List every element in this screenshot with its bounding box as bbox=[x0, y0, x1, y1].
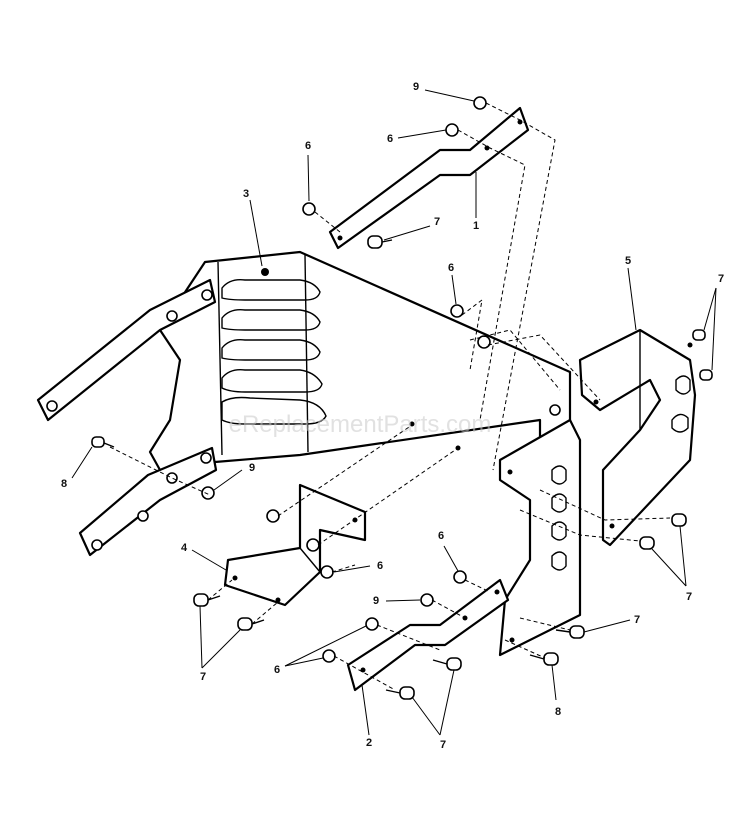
right-bracket-part-5 bbox=[578, 328, 697, 547]
nut-6-mid bbox=[450, 304, 464, 318]
bolt-8-left bbox=[91, 436, 115, 448]
callout-9-lower: 9 bbox=[373, 595, 379, 607]
bolt-7-top bbox=[367, 235, 393, 249]
hex-nuts bbox=[201, 96, 491, 663]
callout-9-left: 9 bbox=[249, 462, 255, 474]
callout-9-top: 9 bbox=[413, 81, 419, 93]
callout-leaders bbox=[71, 89, 717, 736]
callout-7-right-low: 7 bbox=[686, 591, 692, 603]
watermark-text: eReplacementParts.com bbox=[229, 411, 492, 438]
callout-3: 3 bbox=[243, 188, 249, 200]
nut-6-bracket bbox=[320, 565, 334, 579]
bolt-7-bar-a bbox=[432, 657, 462, 671]
lower-bracket-part-4 bbox=[223, 483, 367, 607]
bolt-7-right-d bbox=[639, 536, 655, 550]
callout-6-mid: 6 bbox=[448, 262, 454, 274]
nut-bracket-b bbox=[306, 538, 320, 552]
callout-1: 1 bbox=[473, 220, 479, 232]
shield-left-upper-arm bbox=[36, 278, 217, 422]
callout-7-right-top: 7 bbox=[718, 273, 724, 285]
callout-5: 5 bbox=[625, 255, 631, 267]
callout-7-top: 7 bbox=[434, 216, 440, 228]
nut-bracket-a bbox=[266, 509, 280, 523]
bolt-7-bracket-b bbox=[237, 617, 265, 631]
bolt-7-bracket-a bbox=[193, 593, 221, 607]
bolt-8-lower bbox=[529, 652, 559, 666]
shield-left-lower-arm bbox=[78, 446, 218, 557]
bolt-7-right-c bbox=[671, 513, 687, 527]
callout-7-plate: 7 bbox=[634, 614, 640, 626]
callout-8-lower: 8 bbox=[555, 706, 561, 718]
callout-numbers: 1 2 3 4 5 6 6 6 6 6 6 7 7 7 7 7 7 7 8 8 … bbox=[61, 81, 724, 751]
callout-6-pair: 6 bbox=[274, 664, 280, 676]
main-shield-part-3 bbox=[148, 250, 572, 602]
nut-6-top bbox=[445, 123, 459, 137]
nut-9-left bbox=[201, 486, 215, 500]
nut-9-top bbox=[473, 96, 487, 110]
shield-right-side-plate bbox=[498, 404, 582, 657]
callout-4: 4 bbox=[181, 542, 188, 554]
callout-6-bracket: 6 bbox=[377, 560, 383, 572]
nut-9-lower bbox=[420, 593, 434, 607]
callout-6-left: 6 bbox=[305, 140, 311, 152]
callout-7-bottom: 7 bbox=[440, 739, 446, 751]
callout-6-lower: 6 bbox=[438, 530, 444, 542]
assembly-guide-lines bbox=[109, 102, 671, 691]
nut-6-pair-b bbox=[322, 649, 336, 663]
upper-mounting-bar-part-1 bbox=[328, 106, 530, 250]
bolt-7-right-a bbox=[692, 329, 706, 341]
callout-2: 2 bbox=[366, 737, 372, 749]
nut-6-lower bbox=[453, 570, 467, 584]
nut-6-left bbox=[302, 202, 316, 216]
bolt-7-plate bbox=[555, 625, 585, 639]
callout-8-left: 8 bbox=[61, 478, 67, 490]
callout-7-bracket: 7 bbox=[200, 671, 206, 683]
bolt-7-bar-b bbox=[385, 686, 415, 700]
carriage-bolts bbox=[91, 235, 713, 700]
bolt-7-right-b bbox=[699, 369, 713, 381]
lower-mounting-bar-part-2 bbox=[346, 578, 510, 692]
callout-6-top: 6 bbox=[387, 133, 393, 145]
nut-6-pair-a bbox=[365, 617, 379, 631]
